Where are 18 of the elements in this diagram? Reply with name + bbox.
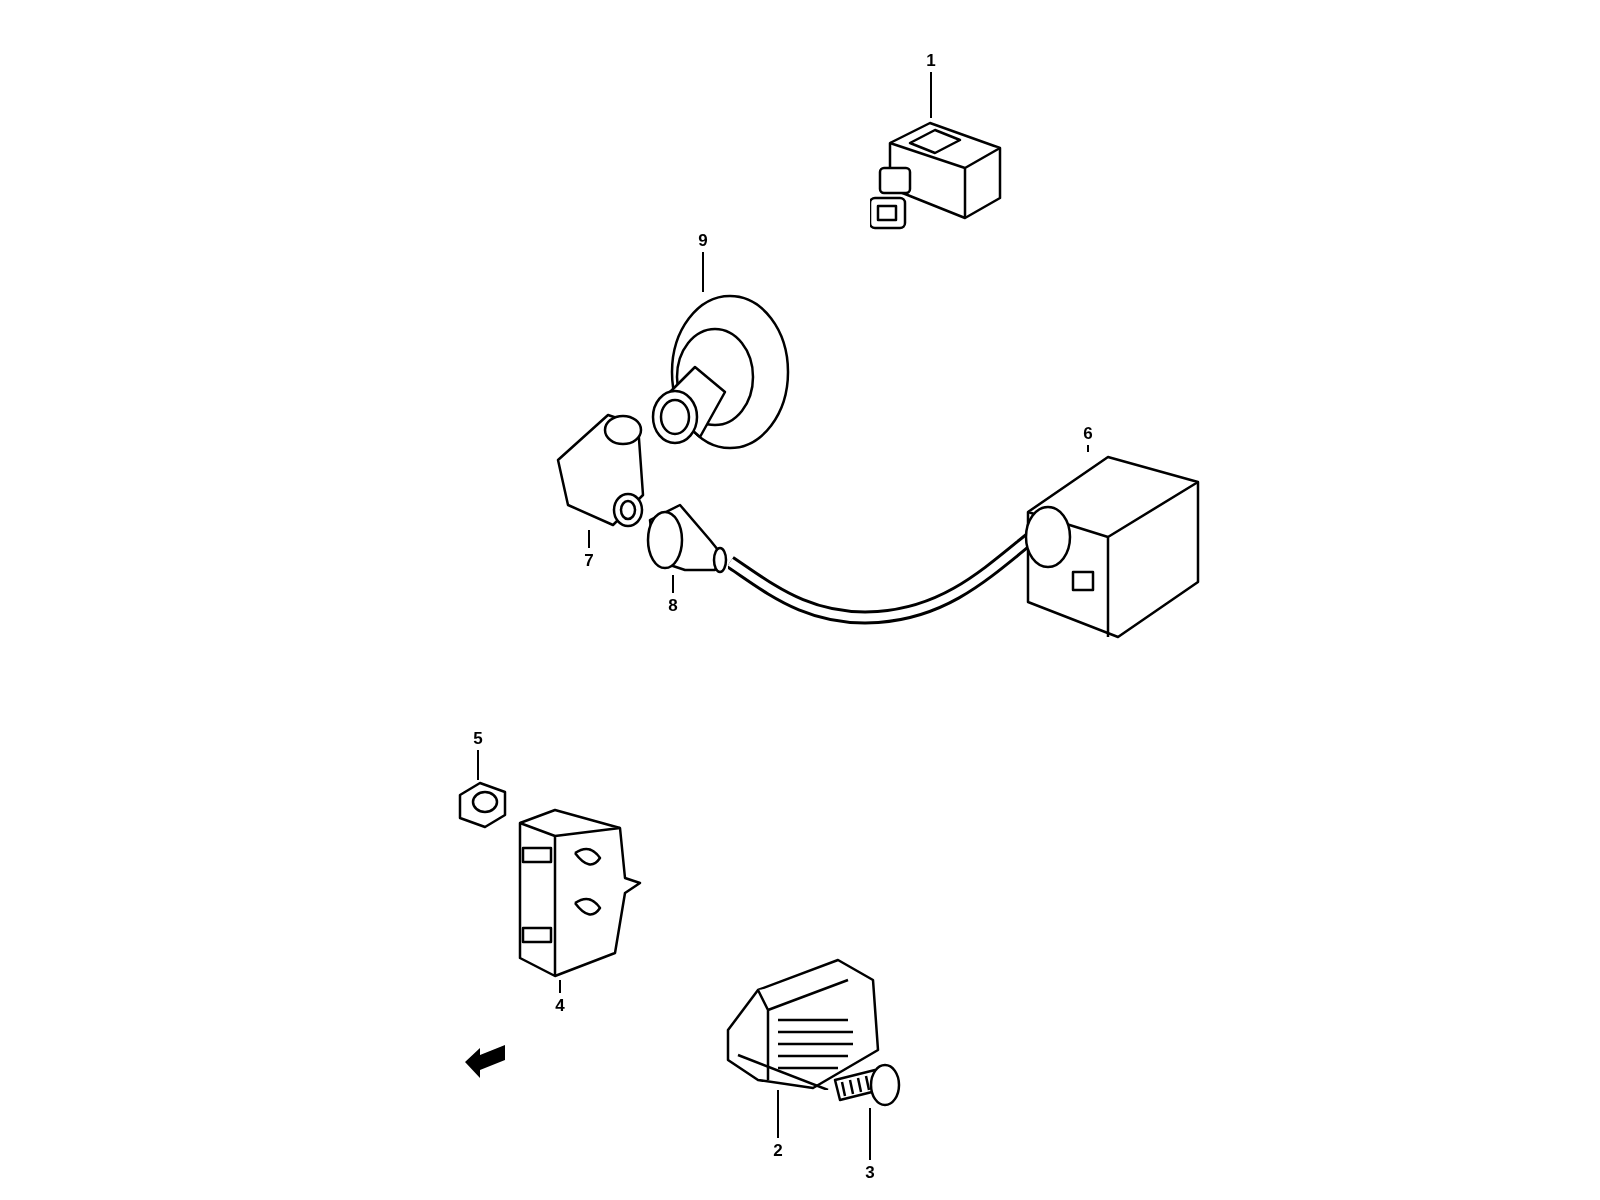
callout-number: 9 — [692, 228, 714, 252]
leader-line — [588, 529, 590, 549]
leader-line — [777, 1089, 779, 1139]
callout-number: 7 — [578, 548, 600, 572]
callout-number: 4 — [549, 993, 571, 1017]
leader-line — [672, 574, 674, 594]
leader-line — [559, 979, 561, 994]
callout-number: 5 — [467, 726, 489, 750]
leader-line — [930, 71, 932, 119]
leader-line — [702, 251, 704, 293]
callout-number: 3 — [859, 1160, 881, 1184]
callout-number: 8 — [662, 593, 684, 617]
leader-line — [869, 1107, 871, 1161]
callout-number: 2 — [767, 1138, 789, 1162]
callout-number: 6 — [1077, 421, 1099, 445]
leader-line — [477, 749, 479, 781]
callout-number: 1 — [920, 48, 942, 72]
leader-line — [1087, 444, 1089, 453]
